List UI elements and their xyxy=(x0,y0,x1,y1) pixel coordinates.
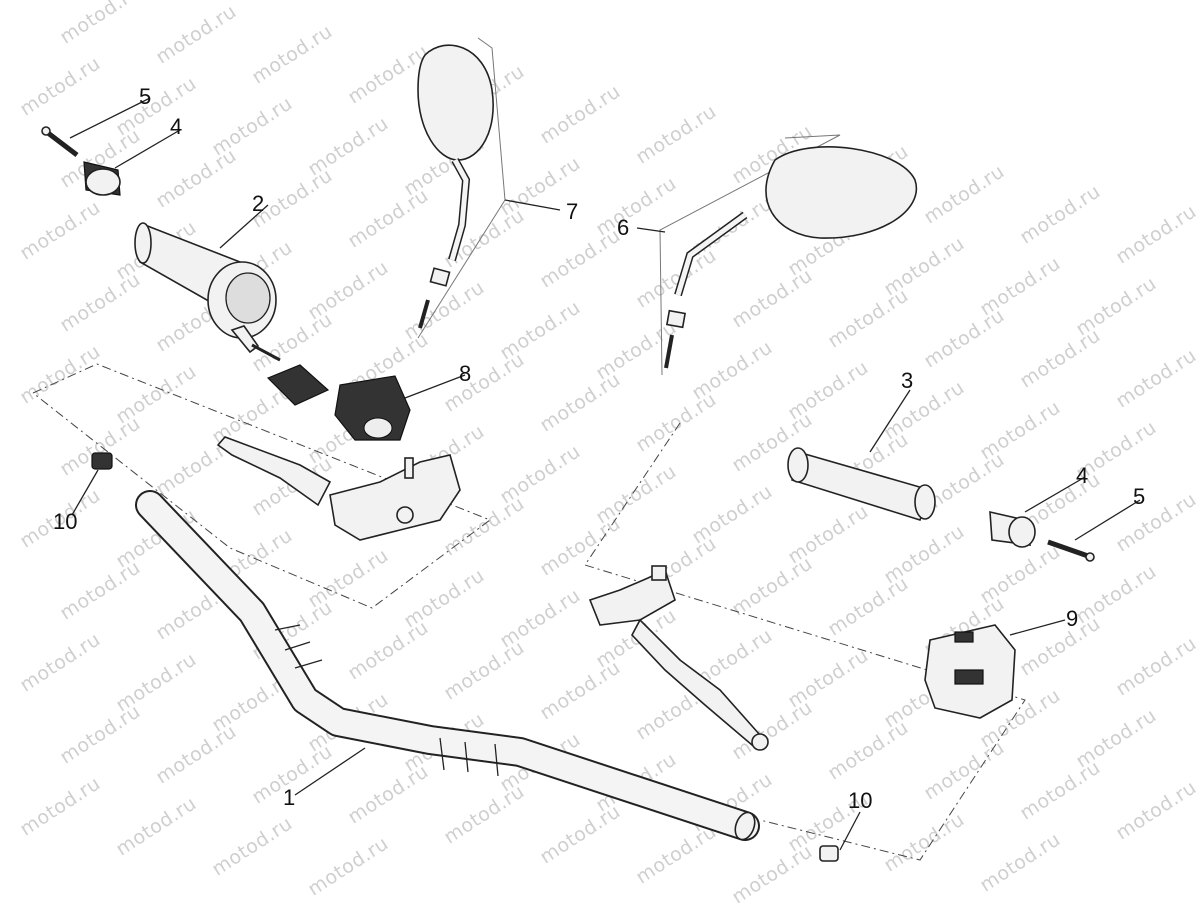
bar-end-insert-right xyxy=(819,845,839,862)
right-brake-lever xyxy=(588,565,769,751)
callout-7: 7 xyxy=(566,199,579,224)
callout-3: 3 xyxy=(901,368,914,393)
callout-5-left: 5 xyxy=(139,84,152,109)
mirror-left-outline xyxy=(417,37,506,339)
callout-2: 2 xyxy=(252,191,265,216)
callout-8: 8 xyxy=(459,361,472,386)
left-bar-end-bolt xyxy=(41,126,79,157)
left-throttle-grip xyxy=(134,222,281,362)
left-bar-end-weight xyxy=(83,161,121,196)
right-grip xyxy=(787,447,936,521)
throttle-cable-block xyxy=(266,364,330,406)
right-bar-end-weight xyxy=(989,510,1036,548)
callout-6: 6 xyxy=(617,215,630,240)
callout-4-right: 4 xyxy=(1076,463,1089,488)
leader-lines xyxy=(69,97,1141,851)
right-assembly-outline xyxy=(584,422,1026,861)
callout-10-left: 10 xyxy=(53,509,78,534)
left-mirror xyxy=(417,44,494,329)
mirror-right-outline xyxy=(659,134,841,376)
handlebar xyxy=(135,490,760,841)
callout-1: 1 xyxy=(283,785,296,810)
right-switch-housing xyxy=(924,624,1016,719)
callout-9: 9 xyxy=(1066,606,1079,631)
bar-end-insert-left xyxy=(91,452,113,470)
callout-10-right: 10 xyxy=(848,788,873,813)
left-switch-housing xyxy=(334,375,411,441)
right-bar-end-bolt xyxy=(1047,539,1095,562)
callout-4-left: 4 xyxy=(170,114,183,139)
callout-5-right: 5 xyxy=(1133,484,1146,509)
left-assembly-outline xyxy=(32,363,492,609)
right-mirror xyxy=(664,146,918,369)
left-lever-master-cylinder xyxy=(216,436,461,541)
